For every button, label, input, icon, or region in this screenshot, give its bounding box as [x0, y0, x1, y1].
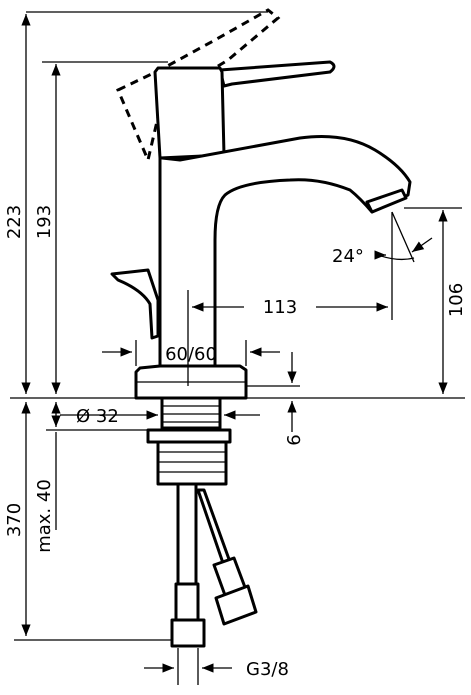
label-24-degrees: 24° — [332, 246, 364, 267]
dim-60-60 — [102, 340, 280, 366]
lever-open-position-outline — [116, 8, 281, 165]
label-g3-8: G3/8 — [246, 659, 289, 680]
mounting-shank — [146, 396, 232, 486]
label-193: 193 — [34, 205, 55, 239]
dim-223 — [21, 11, 268, 394]
dim-193 — [42, 61, 168, 394]
faucet-body — [110, 60, 412, 400]
label-60-60: 60/60 — [165, 344, 217, 365]
dim-370 — [14, 402, 172, 641]
label-diameter-32: Ø 32 — [76, 406, 119, 427]
label-370: 370 — [4, 503, 25, 537]
label-max-40: max. 40 — [34, 479, 55, 553]
dim-max-40 — [46, 402, 148, 530]
dim-6 — [246, 352, 300, 432]
label-113: 113 — [263, 297, 297, 318]
dim-24-angle — [374, 211, 433, 263]
label-223: 223 — [4, 205, 25, 239]
label-6: 6 — [284, 434, 305, 445]
label-106: 106 — [446, 283, 467, 317]
supply-hoses — [170, 482, 258, 648]
dim-106 — [404, 207, 462, 394]
dim-g3-8 — [144, 648, 232, 685]
dim-113 — [187, 212, 393, 386]
